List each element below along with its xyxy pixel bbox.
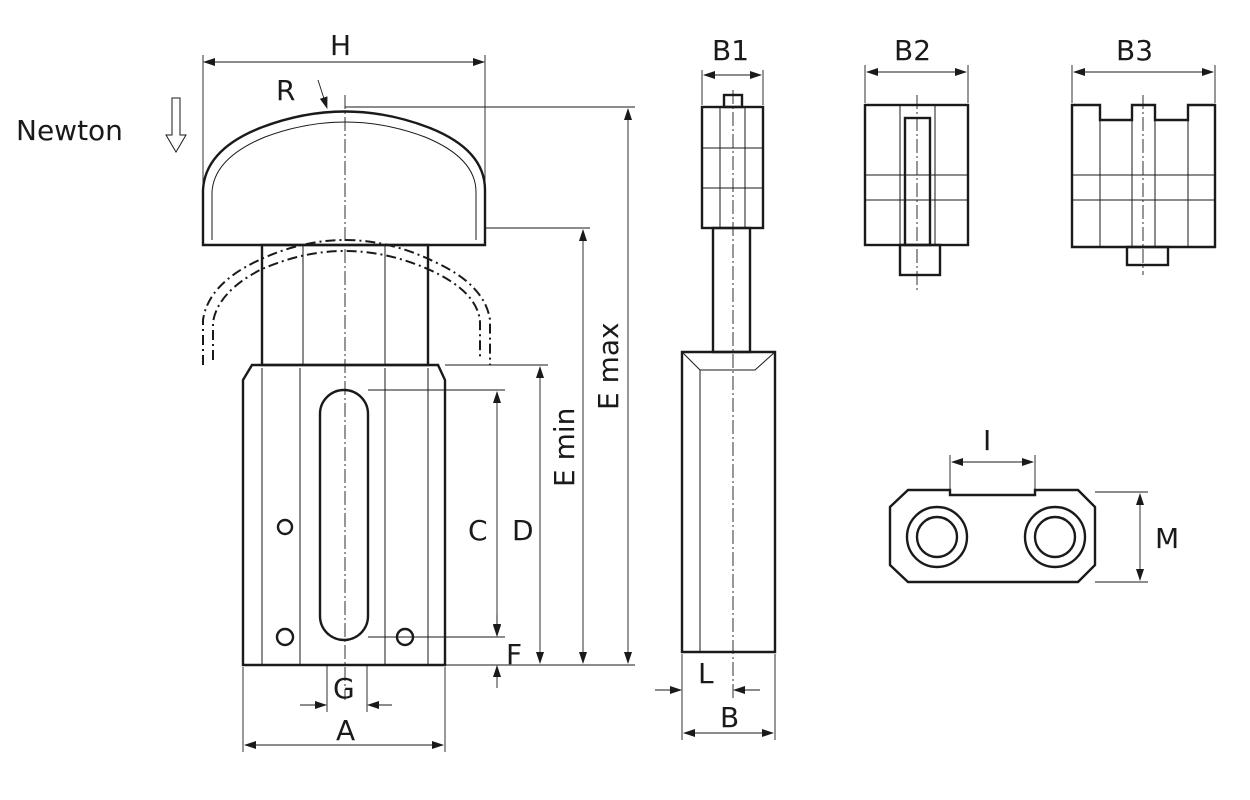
side-head [700, 105, 765, 230]
variant-B3: B3 [1070, 34, 1217, 275]
label-H: H [330, 29, 351, 62]
label-newton: Newton [16, 114, 123, 147]
hole [275, 627, 295, 647]
cap-ghost-inner [212, 250, 481, 360]
label-B2: B2 [894, 34, 931, 67]
label-E-max: E max [592, 322, 625, 410]
label-R: R [276, 74, 295, 107]
arrow-down-icon [165, 97, 187, 153]
variant-B2: B2 [863, 34, 970, 290]
side-body [680, 350, 777, 654]
cap-outline [201, 110, 487, 247]
label-G: G [333, 672, 355, 705]
hole [276, 518, 294, 536]
label-B3: B3 [1116, 34, 1153, 67]
slot [318, 388, 370, 642]
label-I: I [983, 424, 991, 457]
label-M: M [1155, 522, 1179, 555]
bottom-view: I M [888, 424, 1179, 584]
label-L: L [698, 657, 714, 690]
label-B: B [720, 701, 739, 734]
label-A: A [336, 714, 355, 747]
side-shaft [711, 226, 752, 354]
label-C: C [468, 514, 488, 547]
label-E-min: E min [548, 408, 581, 487]
label-B1: B1 [712, 34, 749, 67]
side-view: B1 L B [655, 34, 777, 740]
front-dimensions: H R Newton E max E min D C F G A [16, 29, 635, 752]
label-F: F [506, 638, 522, 671]
front-view [201, 95, 491, 700]
cap-inner [211, 121, 477, 240]
label-D: D [512, 514, 534, 547]
body [241, 363, 447, 667]
cap-ghost [202, 239, 491, 365]
